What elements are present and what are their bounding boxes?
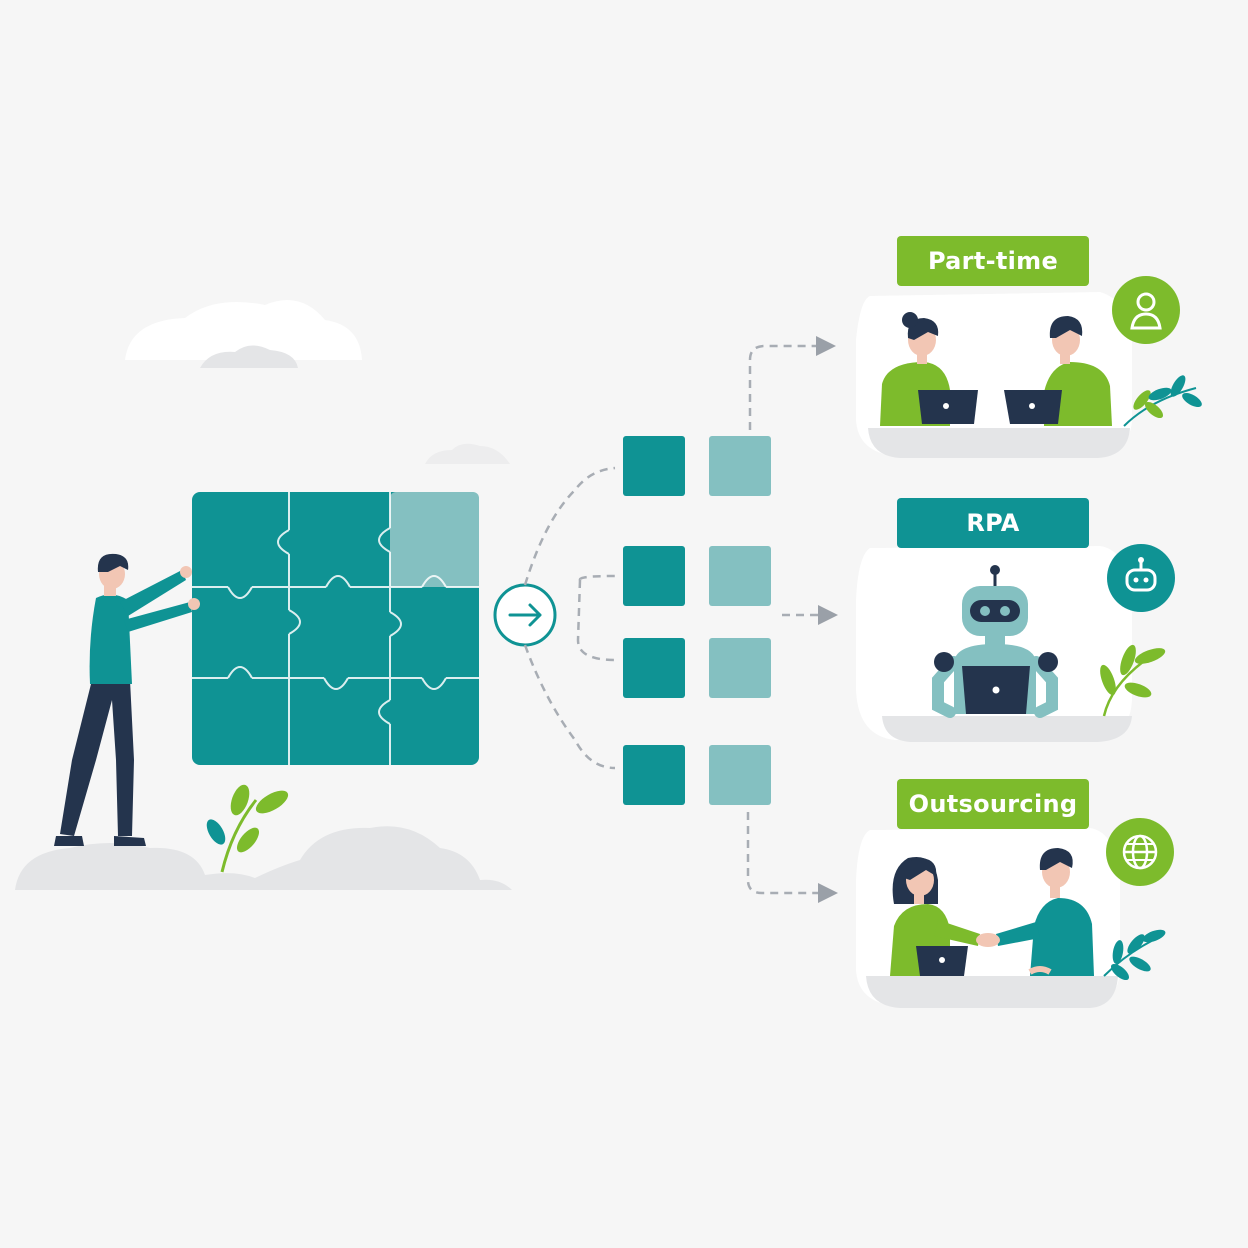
- task-block: [623, 638, 685, 698]
- rpa-card: [856, 544, 1175, 742]
- woman-worker: [880, 312, 978, 426]
- robot-figure: [932, 565, 1058, 718]
- outsourcing-label-text: Outsourcing: [908, 790, 1078, 818]
- part-time-label-text: Part-time: [927, 247, 1059, 275]
- plant-rpa: [1100, 644, 1166, 717]
- task-block: [709, 546, 771, 606]
- robot-icon: [1107, 544, 1175, 612]
- man-worker: [1004, 316, 1112, 426]
- task-block: [709, 745, 771, 805]
- woman-outsourcing: [890, 856, 980, 976]
- top-cloud: [125, 300, 362, 368]
- ground-cloud: [15, 826, 512, 890]
- puzzle-board: [192, 492, 479, 765]
- person-icon: [1112, 276, 1180, 344]
- task-block: [709, 436, 771, 496]
- part-time-card: [856, 276, 1202, 458]
- task-block: [623, 436, 685, 496]
- arrow-right-icon: [493, 583, 557, 647]
- part-time-label: Part-time: [897, 236, 1089, 286]
- small-cloud: [425, 443, 510, 464]
- task-blocks: [623, 436, 771, 805]
- globe-icon: [1106, 818, 1174, 886]
- task-block: [623, 745, 685, 805]
- output-arrows: [746, 336, 838, 903]
- task-block: [709, 638, 771, 698]
- man-outsourcing: [976, 848, 1094, 976]
- plant-outsourcing: [1103, 929, 1166, 981]
- rpa-label-text: RPA: [966, 509, 1020, 537]
- plant-left: [206, 784, 289, 873]
- plant-part-time: [1123, 375, 1202, 427]
- person-figure: [54, 553, 200, 846]
- task-block: [623, 546, 685, 606]
- rpa-label: RPA: [897, 498, 1089, 548]
- outsourcing-label: Outsourcing: [897, 779, 1089, 829]
- outsourcing-card: [856, 818, 1174, 1008]
- connector-lines: [523, 466, 616, 770]
